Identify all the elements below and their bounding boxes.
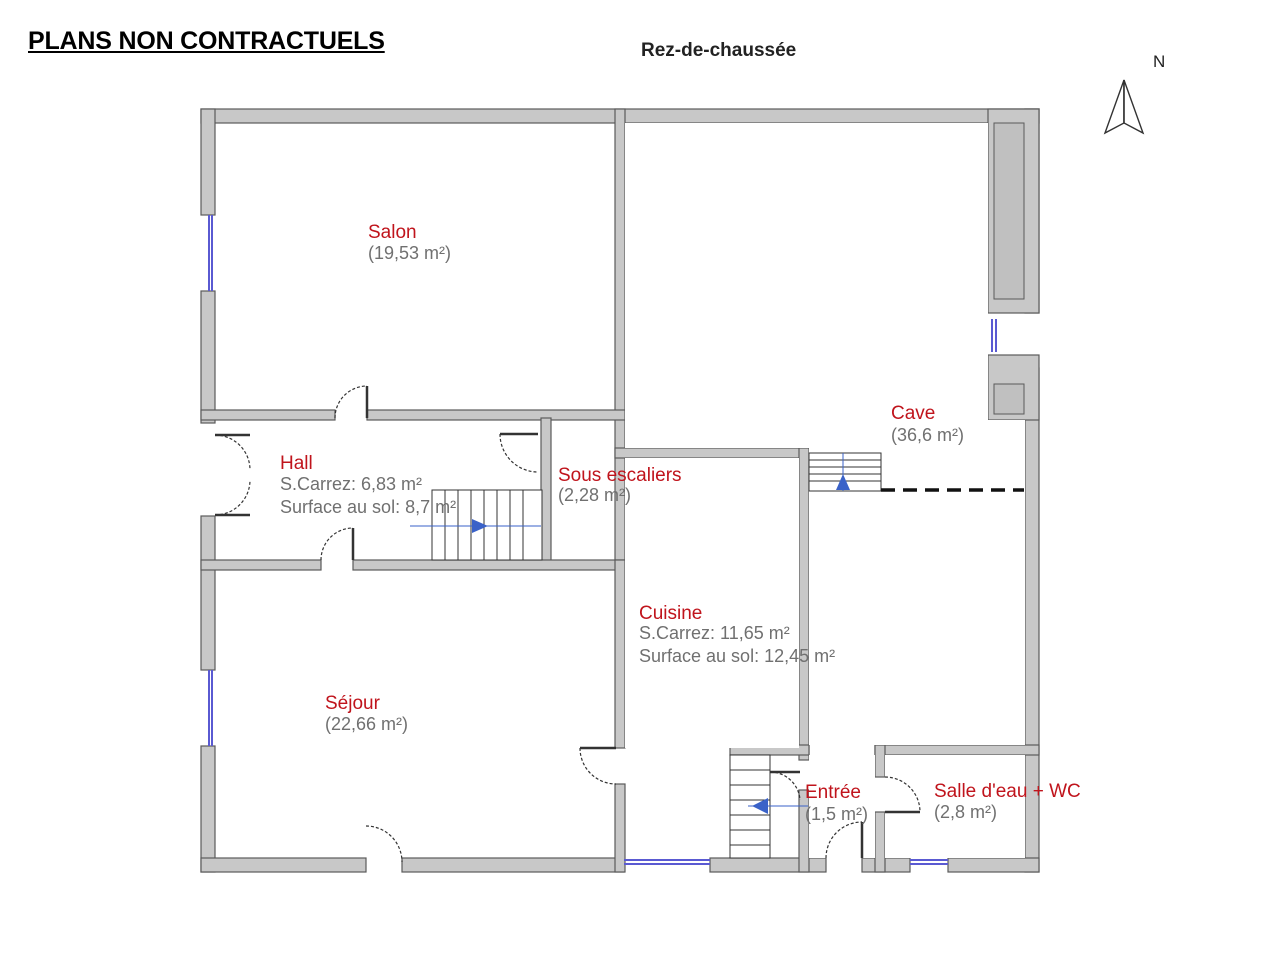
floor-title: Rez-de-chaussée [641, 40, 797, 61]
wall-cuisine-west-2 [614, 783, 626, 873]
wall-salle-eau-west-1 [874, 744, 886, 778]
wall-cuisine-east [798, 447, 810, 761]
wall-cuisine-north [614, 447, 810, 459]
doors [214, 385, 921, 863]
room-hall-carrez: S.Carrez: 6,83 m² [280, 474, 422, 494]
wall-west-4 [200, 745, 216, 873]
room-entree-area: (1,5 m²) [805, 804, 868, 824]
room-hall-name: Hall [280, 453, 313, 474]
hall-stairs [410, 489, 543, 561]
room-cuisine-sol: Surface au sol: 12,45 m² [639, 646, 835, 666]
wall-west-3 [200, 515, 216, 671]
room-sous-escaliers-name: Sous escaliers [558, 465, 682, 486]
wall-west-1 [200, 108, 216, 216]
entree-stairs [729, 754, 808, 859]
plan-disclaimer: PLANS NON CONTRACTUELS [28, 27, 385, 55]
north-label: N [1153, 52, 1166, 71]
room-cuisine-name: Cuisine [639, 603, 702, 624]
cave-stairs [808, 452, 882, 492]
wall-salle-eau-north [874, 744, 1040, 756]
room-sous-escaliers-area: (2,28 m²) [558, 485, 631, 505]
wall-salle-eau-west-2 [874, 811, 886, 873]
room-hall-sol: Surface au sol: 8,7 m² [280, 497, 456, 517]
room-salon-area: (19,53 m²) [368, 243, 451, 263]
room-cave-area: (36,6 m²) [891, 425, 964, 445]
wall-south-1 [200, 857, 367, 873]
room-salle-eau-area: (2,8 m²) [934, 802, 997, 822]
wall-salon-south-2 [366, 409, 626, 421]
wall-south-5 [947, 857, 1040, 873]
windows [208, 215, 997, 865]
wall-south-4 [861, 857, 911, 873]
wall-cuisine-west-1 [614, 559, 626, 749]
wall-west-2 [200, 290, 216, 424]
north-arrow-icon [1103, 79, 1145, 135]
room-cave-name: Cave [891, 403, 935, 424]
room-salle-eau-name: Salle d'eau + WC [934, 781, 1081, 802]
wall-hall-south-1 [200, 559, 322, 571]
room-salon-name: Salon [368, 222, 417, 243]
room-cuisine-carrez: S.Carrez: 11,65 m² [639, 623, 790, 643]
wall-south-2 [401, 857, 625, 873]
wall-hall-south-2 [352, 559, 626, 571]
room-entree-name: Entrée [805, 782, 861, 803]
room-sejour-area: (22,66 m²) [325, 714, 408, 734]
wall-salon-south-1 [200, 409, 336, 421]
room-sejour-name: Séjour [325, 693, 381, 714]
